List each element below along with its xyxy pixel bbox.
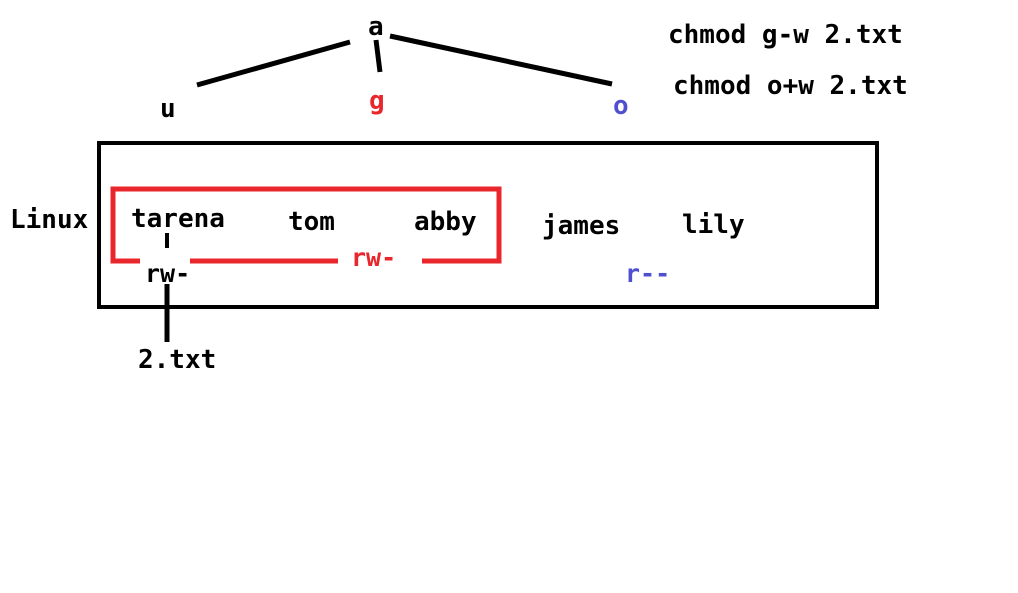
user-other-2: lily: [682, 210, 745, 240]
system-label: Linux: [10, 205, 89, 235]
group-bracket: [110, 186, 502, 264]
tree-branch-o: o: [613, 91, 629, 121]
user-other-1: james: [542, 211, 621, 241]
tree-root-a: a: [368, 12, 384, 42]
user-owner: tarena: [131, 204, 225, 234]
tree-branch-u: u: [160, 94, 176, 124]
file-name: 2.txt: [138, 345, 217, 375]
command-2: chmod o+w 2.txt: [673, 71, 908, 101]
branch-line-g: [373, 39, 383, 73]
perm-group: rw-: [351, 243, 397, 272]
command-1: chmod g-w 2.txt: [668, 20, 903, 50]
user-group-2: abby: [414, 207, 477, 237]
perm-owner: rw-: [145, 259, 191, 288]
linux-box: [97, 141, 879, 309]
perm-others: r--: [625, 259, 671, 288]
user-group-1: tom: [288, 207, 335, 237]
branch-line-u: [196, 39, 351, 88]
branch-line-o: [389, 33, 613, 87]
tree-branch-g: g: [369, 86, 385, 116]
